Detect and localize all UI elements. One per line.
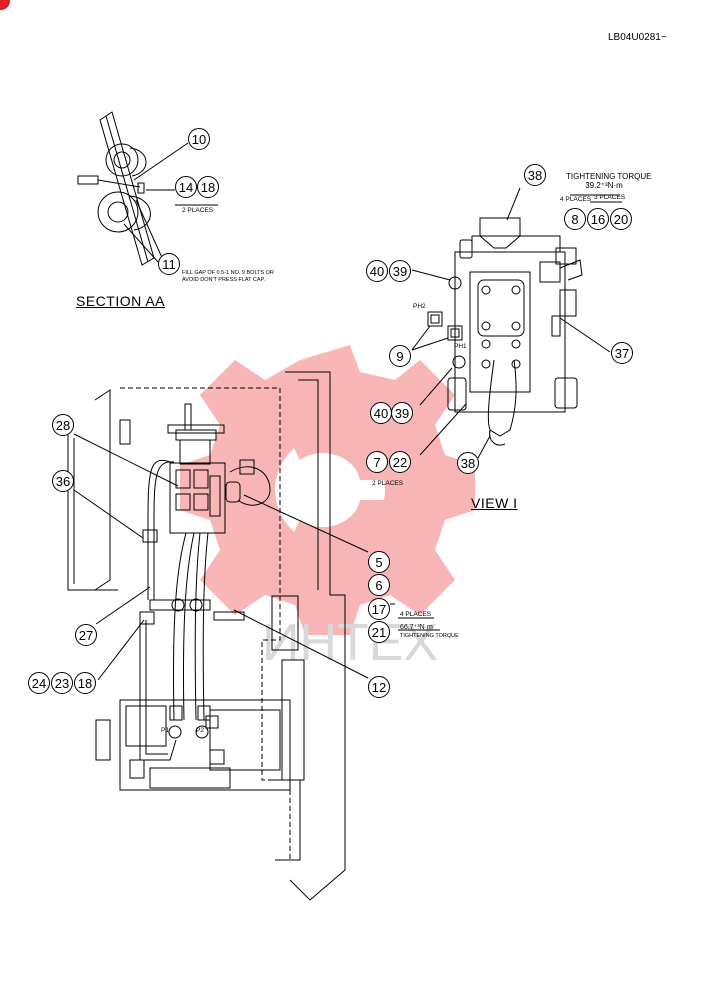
main-places-4: 4 PLACES <box>400 611 432 618</box>
balloon-17: 17 <box>368 598 390 620</box>
section-aa-places-note: 2 PLACES <box>182 207 214 214</box>
balloon-10: 10 <box>188 128 210 150</box>
balloon-23: 23 <box>51 672 73 694</box>
port-ph1-label: PH1 <box>454 343 467 350</box>
main-view-drawing <box>67 371 440 901</box>
balloon-16: 16 <box>587 208 609 230</box>
section-aa-drawing <box>77 111 218 266</box>
balloon-18-main: 18 <box>74 672 96 694</box>
port-p1-label: P1 <box>161 727 169 734</box>
balloon-40-upper: 40 <box>366 260 388 282</box>
balloon-38-top: 38 <box>524 164 546 186</box>
view-i-title: VIEW I <box>471 495 518 511</box>
document-id: LB04U0281~ <box>608 32 667 43</box>
main-torque-label: TIGHTENING TORQUE <box>400 633 459 639</box>
svg-text:ИНТЕХ: ИНТЕХ <box>262 614 438 672</box>
balloon-27: 27 <box>75 624 97 646</box>
balloon-36: 36 <box>52 470 74 492</box>
view-i-places-2: 2 PLACES <box>372 480 404 487</box>
corner-mark-icon <box>0 0 10 10</box>
port-p2-label: P2 <box>196 727 204 734</box>
balloon-38-lower: 38 <box>457 452 479 474</box>
view-i-places-4: 4 PLACES <box>560 196 592 203</box>
balloon-11: 11 <box>158 253 180 275</box>
balloon-8: 8 <box>564 208 586 230</box>
view-i-torque-value: 39.2⁺³N·m <box>585 181 623 190</box>
view-i-torque-label: TIGHTENING TORQUE <box>566 172 652 181</box>
section-aa-title: SECTION AA <box>76 293 166 309</box>
balloon-5: 5 <box>368 551 390 573</box>
balloon-12: 12 <box>368 676 390 698</box>
balloon-14: 14 <box>175 176 197 198</box>
balloon-24: 24 <box>28 672 50 694</box>
watermark-text: ИНТЕХ <box>262 614 438 672</box>
balloon-7: 7 <box>366 451 388 473</box>
view-i-places-3: 3 PLACES <box>594 194 626 201</box>
balloon-18: 18 <box>197 176 219 198</box>
balloon-37: 37 <box>611 342 633 364</box>
balloon-39-upper: 39 <box>389 260 411 282</box>
balloon-28: 28 <box>52 414 74 436</box>
view-i-drawing <box>411 187 622 459</box>
balloon-21: 21 <box>368 621 390 643</box>
balloon-39-lower: 39 <box>391 402 413 424</box>
main-torque-value: 66.7⁺³N·m <box>400 624 433 631</box>
balloon-9: 9 <box>389 345 411 367</box>
balloon-20: 20 <box>610 208 632 230</box>
balloon-6: 6 <box>368 574 390 596</box>
port-ph2-label: PH2 <box>413 303 426 310</box>
balloon-40-lower: 40 <box>370 402 392 424</box>
section-aa-note: FILL GAP OF 0.5-1 NO. 9 BOLTS OR AVOID D… <box>182 270 274 283</box>
balloon-22: 22 <box>389 451 411 473</box>
